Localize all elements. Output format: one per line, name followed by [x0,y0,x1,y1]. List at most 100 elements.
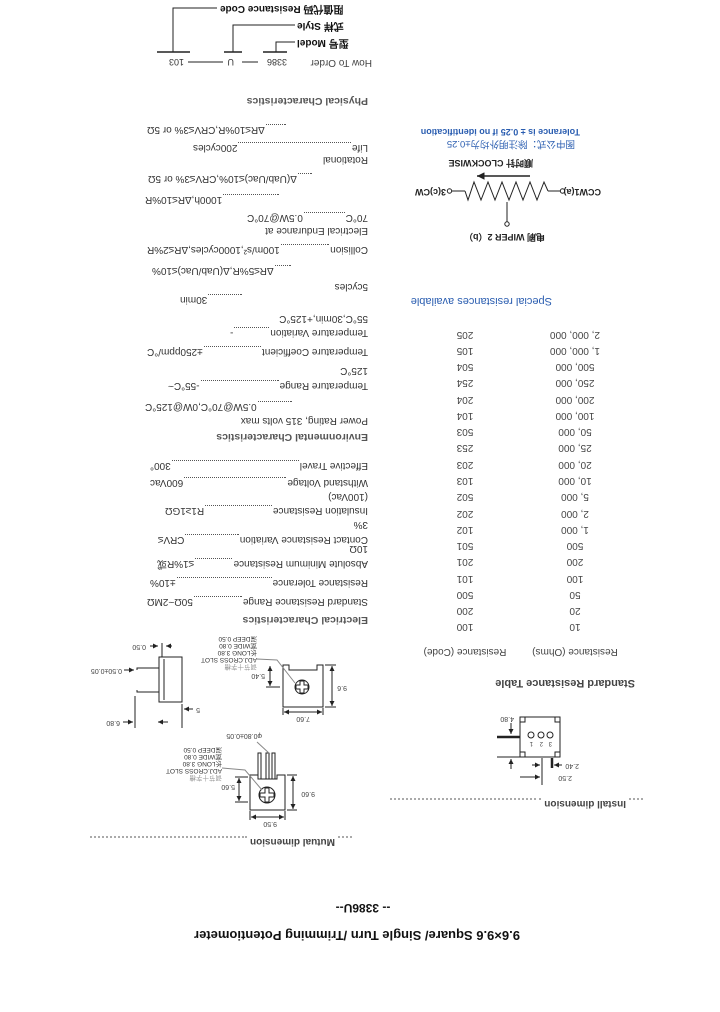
legend-model: 型号 Model [297,37,349,48]
spec-value: -55°C~ [168,380,200,391]
spec-continuation: Electrical Endurance at [265,225,368,236]
spec-value: 1000h,ΔR≤10%R [145,194,223,205]
slot-long: 长LONG 3.80 [182,760,222,767]
spec-value: 300° [150,460,171,471]
spec-line: Contact Resistance Variation CRV≤ [158,533,368,545]
slot-deep: 深DEEP 0.50 [218,635,257,642]
how-to-order-label: How To Order [310,57,372,68]
spec-label: Life [351,142,368,153]
pin-label: 1 [529,740,533,746]
dim-shaft: 0.50±0.05 [90,667,122,674]
code-cell: 254 [456,377,474,389]
spec-value: 50Ω~2MΩ [147,596,193,607]
spec-label: Effective Travel [299,460,368,471]
code-cell: 201 [456,556,474,568]
dot-leader [280,244,330,255]
dot-leader [171,460,299,471]
code-cell: 102 [456,523,474,535]
order-part-code: 103 [168,57,184,67]
spec-line: ΔR≤5%R,Δ(Uab/Uac)≤10% [152,264,292,276]
column-header-code: Resistance (Code) [423,646,507,657]
code-cell: 502 [456,491,474,503]
slot-wide: 宽WIDE 0.80 [184,753,222,760]
mutual-side-drawing [123,643,193,728]
code-cell: 203 [456,458,474,470]
spec-label: Contact Resistance Variation [239,534,368,545]
spec-continuation: 5cycles [334,281,368,292]
cw-terminal-label: 3(c)CW [415,187,446,197]
dot-leader [223,194,279,205]
tolerance-note-en: Tolerance is ± 0.25 if no identification [420,127,580,137]
code-cell: 501 [456,540,474,552]
environmental-heading: Environmental Characteristics [216,431,368,443]
resistor-zigzag-icon [464,180,549,202]
order-part-style: U [227,57,235,67]
code-cell: 205 [456,328,474,340]
spec-continuation: (100Vac) [328,491,368,502]
install-drawing [497,716,562,785]
spec-continuation: 3% [353,519,368,530]
ohms-cell: 50, 000 [558,426,592,438]
dim-lip: 0.50 [132,643,146,650]
table-row: 5, 000 502 [415,489,625,505]
code-cell: 253 [456,442,474,454]
spec-label: Temperature Range [279,380,368,391]
slot-wide: 宽WIDE 0.80 [219,642,257,649]
code-cell: 504 [456,361,474,373]
dot-leader [203,346,262,357]
tolerance-note-cn: 图中公式：除注明外均为±0.25 [446,138,575,149]
spec-line: Temperature Variation- [230,326,368,338]
pin-label: 3 [548,740,552,746]
dim-offset: 5 [196,706,200,713]
ohms-cell: 500, 000 [555,361,595,373]
code-cell: 200 [456,605,474,617]
pin-hole-icon [537,731,545,739]
mutual-top-drawing [256,658,336,715]
spec-label: Absolute Minimum Resistance [233,558,369,569]
ccw-terminal-label: CCW1(a) [563,187,602,197]
dot-leader [184,477,287,488]
cross-slot-icon [294,679,310,695]
dot-leader [238,142,351,153]
dim-pitch-a: 2.40 [565,762,579,769]
potentiometer-symbol [446,172,566,227]
wiper-label: 电刷 WIPER 2（b） [463,232,545,242]
legend-resistance-code: 阻值代码 Resistance Code [220,3,344,14]
clockwise-label: 顺时针 CLOCKWISE [448,158,534,168]
dim-pin-diameter: φ0.80±0.05 [226,732,262,739]
spec-value: ±250ppm/°C [147,346,203,357]
dot-leader [176,577,272,588]
spec-value: ≤1%R或 [157,558,195,569]
spec-value: ±10% [150,577,176,588]
mutual-front-drawing [221,741,297,820]
ohms-cell: 50 [569,588,581,600]
spec-value: R1≥1GΩ [165,505,205,516]
spec-line: 1000h,ΔR≤10%R [145,193,280,205]
spec-value: 600Vac [150,477,184,488]
dot-leader [208,294,242,305]
spec-continuation: Rotational [322,154,368,165]
table-row: 500, 000 504 [415,358,625,374]
ohms-cell: 200, 000 [555,393,595,405]
dot-leader [193,596,242,607]
dot-leader [195,558,233,569]
spec-value: CRV≤ [158,534,185,545]
dim-width: 7.60 [296,715,310,722]
ohms-cell: 5, 000 [561,491,589,503]
slot-deep: 深DEEP 0.50 [183,746,222,753]
